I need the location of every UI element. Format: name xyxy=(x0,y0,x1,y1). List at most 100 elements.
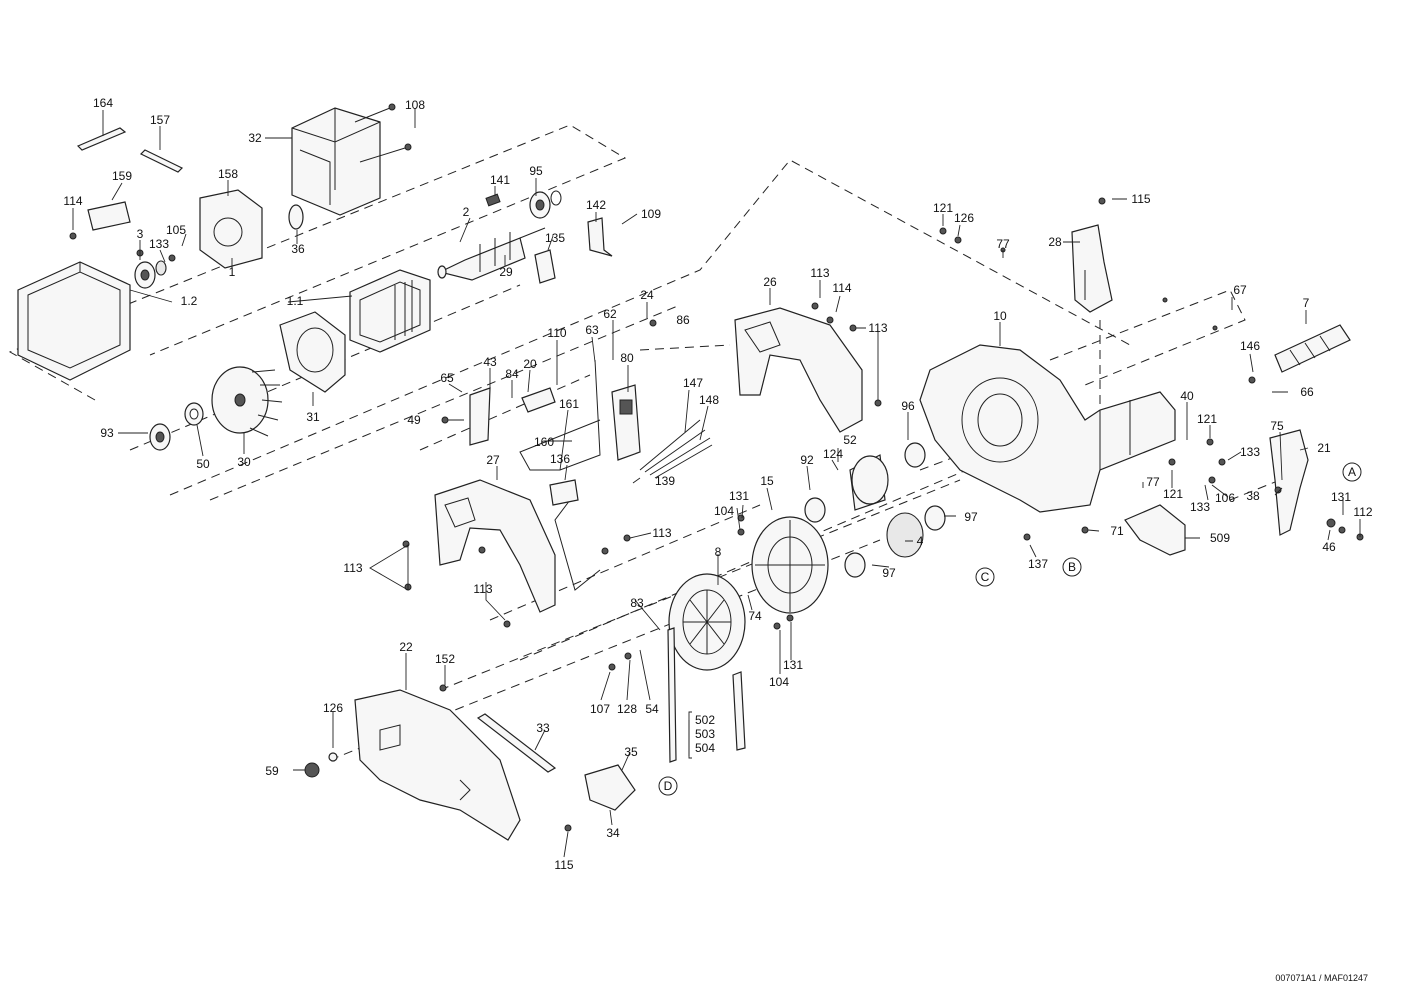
part-label: 74 xyxy=(748,609,762,623)
part-label: 114 xyxy=(832,281,851,295)
part-label: 133 xyxy=(149,237,169,251)
part-label: 109 xyxy=(641,207,661,221)
part-label: 113 xyxy=(343,561,362,575)
part-label: 86 xyxy=(676,313,690,327)
part-label: 2 xyxy=(463,205,470,219)
part-label: 133 xyxy=(1240,445,1260,459)
part-label: 503 xyxy=(695,727,715,741)
part-label: 1.2 xyxy=(181,294,198,308)
part-label: 135 xyxy=(545,231,565,245)
part-label: 38 xyxy=(1246,489,1260,503)
part-label: 3 xyxy=(137,227,144,241)
part-label: 10 xyxy=(993,309,1007,323)
part-motor-housing-1-2 xyxy=(17,261,131,381)
part-label: 131 xyxy=(1331,490,1351,504)
part-label: 131 xyxy=(729,489,749,503)
part-label: 164 xyxy=(93,96,113,110)
ref-circle-b xyxy=(1062,557,1082,577)
part-label: 136 xyxy=(550,452,570,466)
part-washer-50 xyxy=(184,402,204,426)
part-label: 24 xyxy=(640,288,654,302)
part-motor-housing-cover-32 xyxy=(291,107,381,216)
part-label: 33 xyxy=(536,721,550,735)
part-label: 52 xyxy=(843,433,857,447)
part-label: 142 xyxy=(586,198,606,212)
part-label: 34 xyxy=(606,826,620,840)
part-label: 112 xyxy=(1353,505,1372,519)
part-label: 161 xyxy=(559,397,579,411)
part-cable-clamp-43 xyxy=(469,387,491,446)
part-label: 124 xyxy=(823,447,843,461)
part-saw-blade-8 xyxy=(668,573,746,671)
part-label: 63 xyxy=(585,323,599,337)
part-armature-2 xyxy=(437,227,546,281)
part-label: 113 xyxy=(652,526,671,540)
part-label: 121 xyxy=(933,201,953,215)
part-clip-35-34 xyxy=(584,764,636,811)
part-bearing-3 xyxy=(134,260,167,289)
part-label: 54 xyxy=(645,702,659,716)
part-label: 106 xyxy=(1215,491,1235,505)
part-brush-plates xyxy=(76,127,184,173)
part-label: 83 xyxy=(630,596,644,610)
part-label: 104 xyxy=(769,675,789,689)
part-flange-15 xyxy=(751,516,829,614)
part-label: 65 xyxy=(440,371,454,385)
part-label: 152 xyxy=(435,652,455,666)
part-label: 504 xyxy=(695,741,715,755)
part-label: 36 xyxy=(291,242,305,256)
part-label: 35 xyxy=(624,745,638,759)
part-label: 97 xyxy=(964,510,978,524)
part-label: 7 xyxy=(1303,296,1310,310)
part-label: 49 xyxy=(407,413,421,427)
part-label: 115 xyxy=(1131,192,1150,206)
part-label: 20 xyxy=(523,357,537,371)
part-label: 21 xyxy=(1317,441,1331,455)
part-label: 137 xyxy=(1028,557,1048,571)
part-label: 75 xyxy=(1270,419,1284,433)
part-label: 139 xyxy=(655,474,675,488)
part-label: 66 xyxy=(1300,385,1314,399)
drawing-code: 007071A1 / MAF01247 xyxy=(1275,973,1368,983)
part-aux-handle-7 xyxy=(1274,324,1351,373)
part-label: 30 xyxy=(237,455,251,469)
part-handle-halves-26-27 xyxy=(434,307,863,613)
part-switch-80 xyxy=(611,384,641,461)
part-label: 108 xyxy=(405,98,425,112)
part-guide-509 xyxy=(1124,504,1186,556)
part-cover-strip-33 xyxy=(476,713,557,773)
part-label: 126 xyxy=(323,701,343,715)
part-label: 62 xyxy=(603,307,617,321)
part-label: 121 xyxy=(1197,412,1217,426)
part-fan-30 xyxy=(211,366,283,437)
part-label: 131 xyxy=(783,658,803,672)
ref-b: B xyxy=(1068,560,1076,574)
part-label: 502 xyxy=(695,713,715,727)
part-wiring-147-148-160-161 xyxy=(519,359,713,591)
part-label: 71 xyxy=(1110,524,1124,538)
part-labels: 164 157 32 108 159 158 114 3 133 105 1 3… xyxy=(63,96,1372,872)
part-label: 1 xyxy=(229,265,236,279)
part-blades-502-504 xyxy=(667,627,746,763)
part-label: 159 xyxy=(112,169,132,183)
part-brush-holder-158 xyxy=(199,189,263,269)
part-strain-relief-20 xyxy=(521,387,556,413)
part-label: 133 xyxy=(1190,500,1210,514)
part-label: 104 xyxy=(714,504,734,518)
part-label: 113 xyxy=(868,321,887,335)
part-cover-10-gear-housing xyxy=(919,344,1176,513)
part-brushes-141 xyxy=(485,193,501,207)
part-label: 146 xyxy=(1240,339,1260,353)
part-label: 113 xyxy=(810,266,829,280)
part-fan-36 xyxy=(288,204,304,230)
part-field-1-1 xyxy=(349,269,431,353)
part-label: 31 xyxy=(306,410,320,424)
part-label: 113 xyxy=(473,582,492,596)
leader-lines xyxy=(72,108,1361,858)
part-label: 147 xyxy=(683,376,703,390)
ref-circle-a xyxy=(1342,462,1362,482)
part-label: 157 xyxy=(150,113,170,127)
part-label: 1.1 xyxy=(287,294,304,308)
